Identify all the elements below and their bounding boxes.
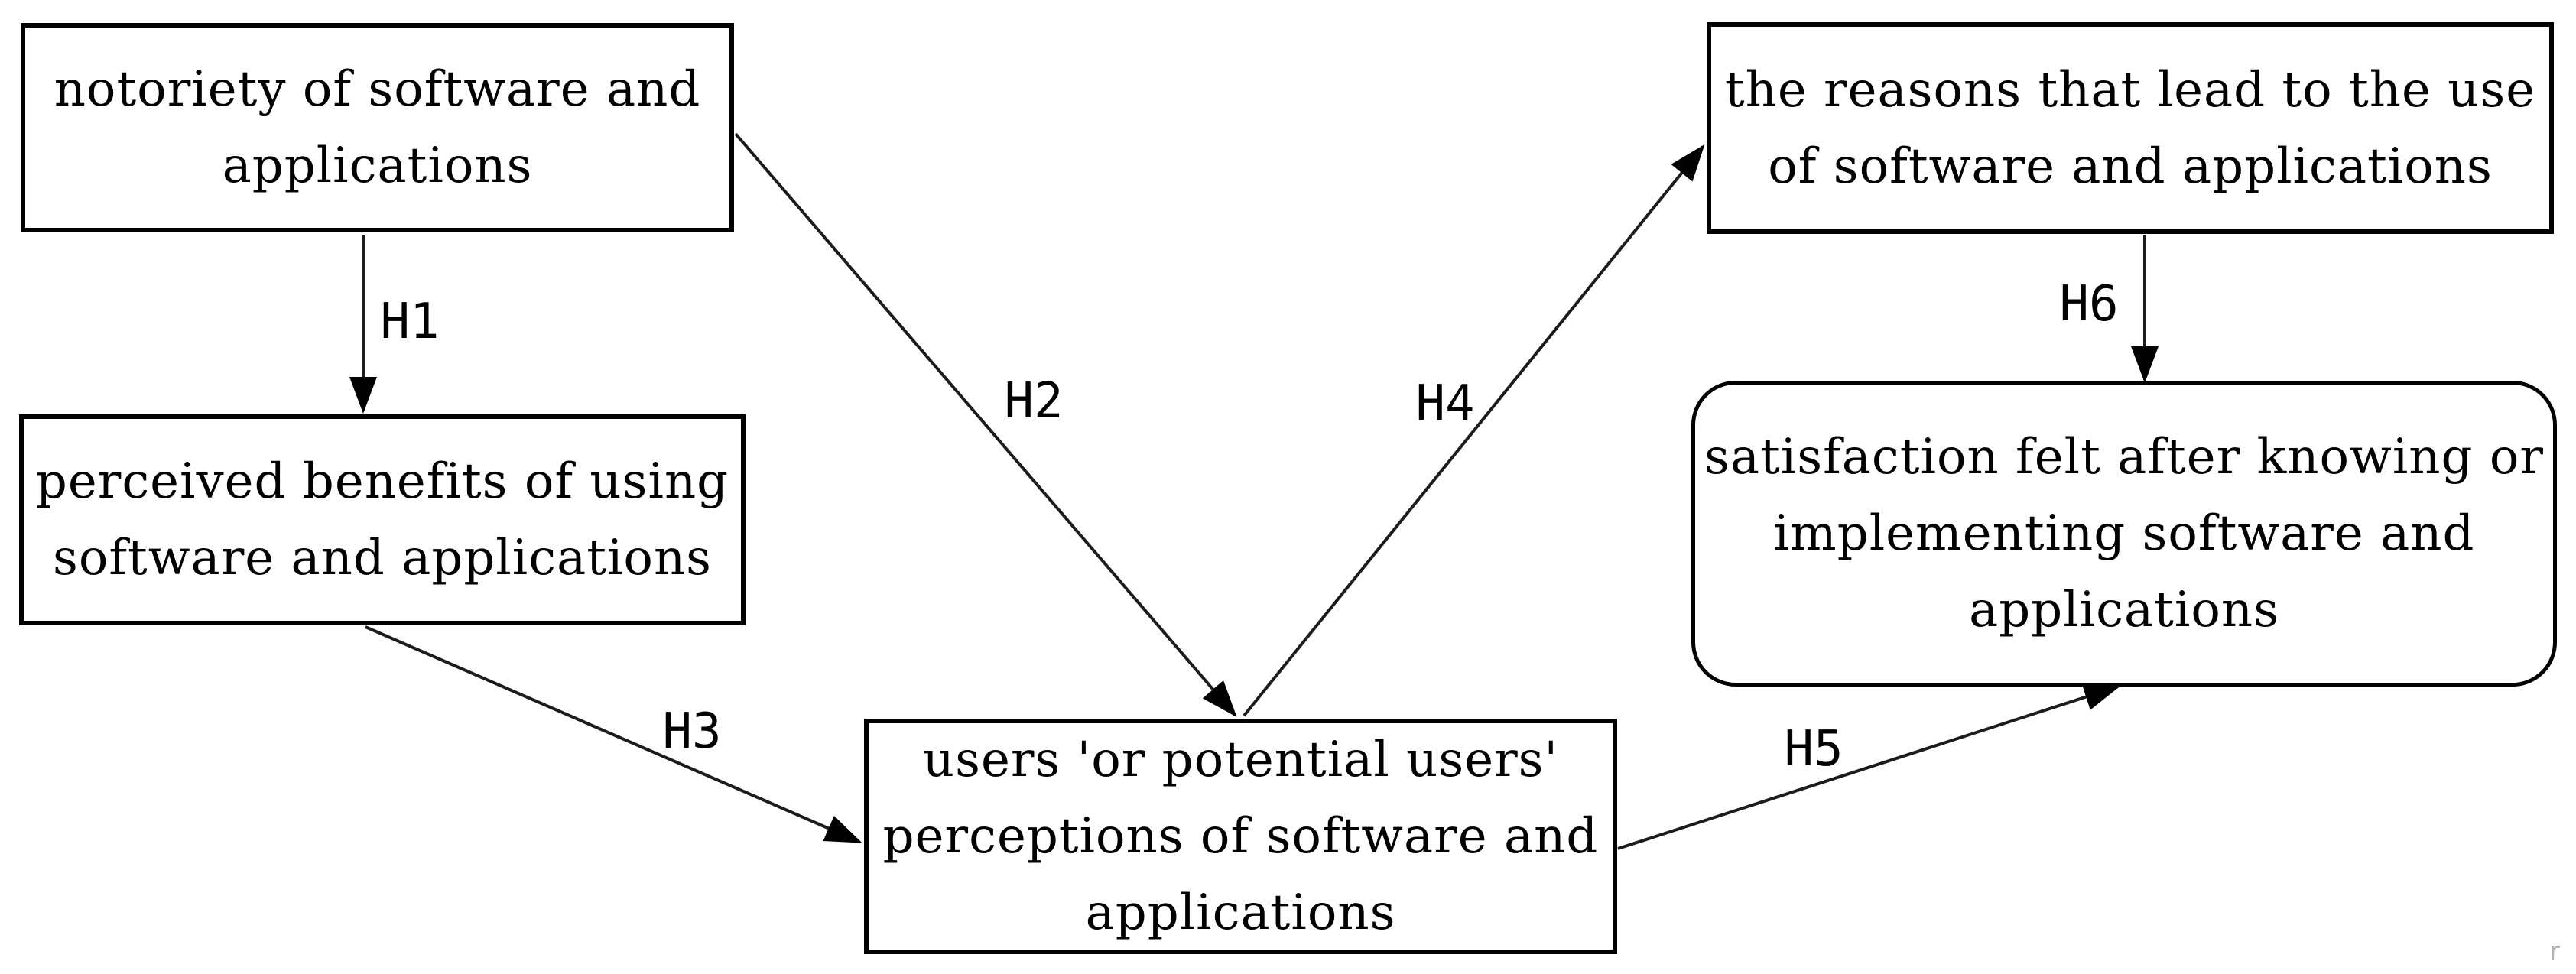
arrow-h5 bbox=[1617, 683, 2121, 850]
stray-mark: r bbox=[2549, 937, 2560, 967]
edge-label-h6: H6 bbox=[2059, 276, 2119, 333]
node-user-perceptions: users 'or potential users' perceptions o… bbox=[864, 719, 1617, 954]
edge-label-h5: H5 bbox=[1784, 721, 1843, 778]
edge-label-h3: H3 bbox=[662, 703, 722, 760]
node-reasons-for-use-label: the reasons that lead to the use of soft… bbox=[1724, 61, 2536, 195]
edge-label-h2: H2 bbox=[1004, 373, 1064, 430]
node-satisfaction-label: satisfaction felt after knowing or imple… bbox=[1704, 429, 2544, 638]
node-perceived-benefits-label: perceived benefits of using software and… bbox=[35, 453, 729, 586]
node-notoriety-label: notoriety of software and applications bbox=[54, 61, 701, 194]
node-reasons-for-use: the reasons that lead to the use of soft… bbox=[1707, 22, 2554, 234]
arrow-h3 bbox=[365, 625, 862, 843]
arrow-h2 bbox=[734, 132, 1237, 718]
edge-label-h4: H4 bbox=[1415, 375, 1475, 432]
node-perceived-benefits: perceived benefits of using software and… bbox=[19, 414, 746, 625]
node-satisfaction: satisfaction felt after knowing or imple… bbox=[1691, 381, 2557, 687]
node-notoriety: notoriety of software and applications bbox=[21, 23, 734, 232]
edge-label-h1: H1 bbox=[380, 294, 440, 350]
node-user-perceptions-label: users 'or potential users' perceptions o… bbox=[882, 732, 1599, 941]
